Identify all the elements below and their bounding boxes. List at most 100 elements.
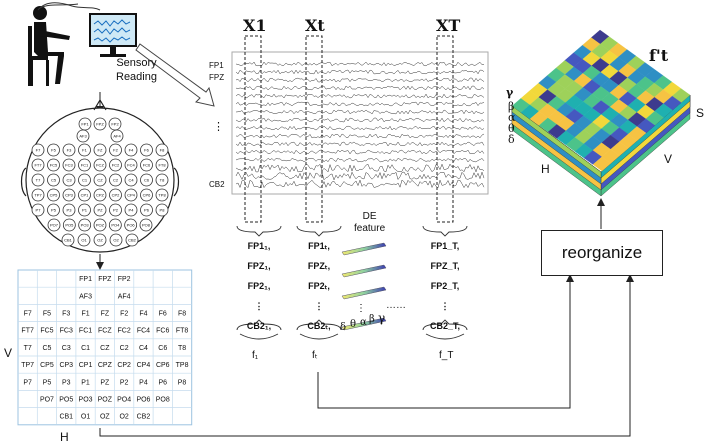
head-electrode-label: FC6 [143,163,151,168]
head-electrode-label: PO3 [81,223,90,228]
feature-item: CB2₁, [246,321,272,331]
grid-electrode-label: PO7 [40,397,54,404]
head-electrode [62,173,76,187]
head-electrode [76,129,90,143]
head-electrode-label: AF4 [113,134,121,139]
feature-column-t: FP1ₜ, FPZₜ, FP2ₜ, ⋮ CB2ₜ, [294,236,344,336]
grid-electrode-label: P3 [62,379,71,386]
feature-item: FP2_T, [430,281,460,291]
grid-electrode-label: FCZ [98,328,112,335]
grid-electrode-label: P1 [81,379,90,386]
grid-electrode-label: F5 [43,311,51,318]
de-bar [341,242,387,256]
head-electrode-label: C3 [66,178,72,183]
head-electrode-label: FCZ [96,163,104,168]
head-electrode [93,233,107,247]
grid-electrode-label: FT8 [176,328,189,335]
head-electrode-label: O2 [113,238,119,243]
cube-axis-h: H [541,162,550,176]
de-bar [341,286,387,300]
head-electrode [93,203,107,217]
head-electrode [61,233,75,247]
feature-cube [511,29,691,197]
grid-electrode-label: P8 [178,379,187,386]
head-electrode-label: F4 [129,148,134,153]
head-electrode-label: O1 [81,238,87,243]
head-electrode [124,218,138,232]
grid-electrode-label: F7 [24,311,32,318]
head-electrode-label: F7 [36,148,41,153]
head-electrode [47,203,60,217]
head-electrode [31,173,45,187]
grid-electrode-label: C2 [120,345,129,352]
f-label-t: fₜ [312,350,318,361]
head-electrode [47,143,60,157]
head-electrode-label: FC5 [50,163,58,168]
grid-electrode-label: PO8 [156,397,170,404]
de-ellipsis: ⋮ [356,303,366,314]
head-electrode-label: C1 [82,178,88,183]
cube-band-theta: θ [508,122,515,135]
head-electrode-label: CP6 [143,193,152,198]
grid-electrode-label: FT7 [21,328,34,335]
head-electrode [109,188,122,202]
cube-axis-v: V [664,152,673,166]
grid-electrode-label: PO4 [117,397,131,404]
arrow-grid-to-reorg [99,274,634,437]
feature-item: FPZₜ, [307,261,331,271]
channel-label-fpz: FPZ [209,73,225,82]
band-label-alpha: α [360,317,367,328]
head-electrode-label: FC1 [81,163,89,168]
head-electrode-label: FP1 [81,122,89,127]
head-electrode-label: P7 [36,208,42,213]
feature-item: FP1_T, [430,241,460,251]
head-electrode [31,188,45,202]
person-icon [28,2,101,86]
monitor-icon [89,13,137,57]
grid-electrode-label: TP8 [176,362,189,369]
head-electrode [109,203,122,217]
grid-electrode-label: AF3 [79,293,92,300]
cube-band-beta: β [508,100,515,113]
grid-electrode-label: FZ [101,311,110,318]
feature-item: FP1₁, [247,241,271,251]
head-electrode [125,233,139,247]
grid-electrode-label: F2 [120,311,128,318]
cube-band-delta: δ [508,133,515,146]
head-electrode-label: FPZ [96,122,104,127]
head-electrode-label: P4 [129,208,135,213]
grid-electrode-label: F6 [159,311,167,318]
grid-electrode-label: FP2 [118,276,131,283]
head-electrode [109,158,122,172]
window-xt [305,35,323,223]
de-bar [341,264,387,278]
grid-electrode-label: T7 [24,345,32,352]
time-label-xT: XT [436,16,461,35]
column-ellipsis: …… [386,300,406,311]
head-electrode [93,158,107,172]
feature-item: FP1ₜ, [308,241,330,251]
head-electrode [155,158,169,172]
head-electrode [78,158,91,172]
head-electrode [140,188,153,202]
head-electrode [78,218,92,232]
sensory-reading-label: Sensory Reading [116,57,157,83]
head-electrode-label: P2 [113,208,119,213]
grid-electrode-label: F3 [62,311,70,318]
head-electrode [47,173,60,187]
head-electrode [124,143,138,157]
grid-electrode-label: FC3 [60,328,73,335]
grid-electrode-label: CP3 [59,362,73,369]
grid-electrode-label: F1 [81,311,89,318]
head-electrode-label: PO8 [142,223,151,228]
grid-electrode-label: P5 [43,379,52,386]
grid-electrode-label: P6 [158,379,167,386]
head-electrode-label: AF3 [79,134,87,139]
grid-electrode-label: O2 [119,414,128,421]
head-electrode-label: FC2 [112,163,120,168]
head-electrode [31,158,45,172]
head-electrode-label: TP8 [158,193,166,198]
head-electrode-label: POZ [96,223,105,228]
